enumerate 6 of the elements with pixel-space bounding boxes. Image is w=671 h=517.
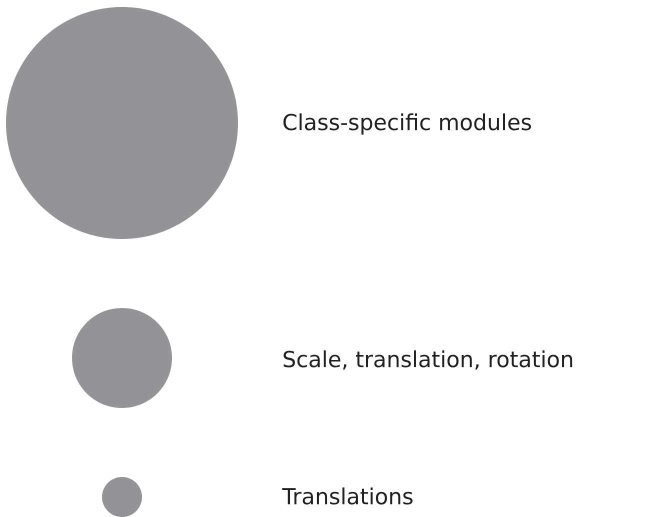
circle	[6, 7, 238, 239]
circle	[102, 477, 142, 517]
label: Scale, translation, rotation	[284, 350, 572, 370]
label: Class-specific modules	[283, 113, 531, 135]
label: Translations	[282, 488, 412, 505]
circle	[72, 308, 172, 408]
